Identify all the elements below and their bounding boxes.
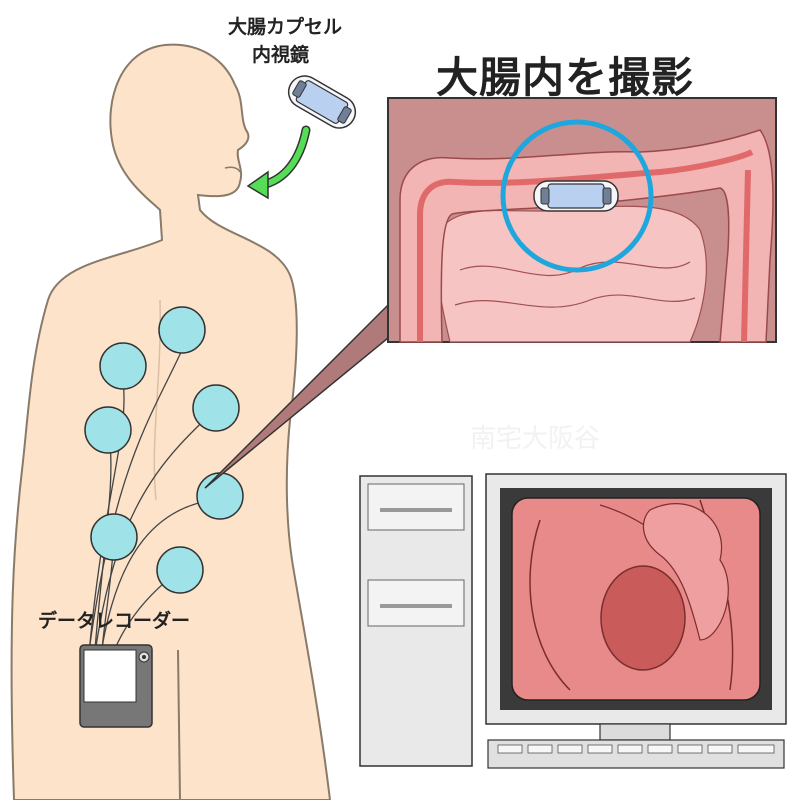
electrode-pad — [84, 406, 132, 454]
colon-zoom-panel — [387, 97, 777, 343]
lumen — [600, 565, 686, 671]
electrode-pad — [192, 384, 240, 432]
zoom-ring — [500, 119, 654, 273]
fold — [642, 503, 729, 641]
capsule-in-colon-icon — [533, 180, 619, 212]
data-recorder-icon — [79, 644, 153, 728]
keyboard — [487, 739, 785, 769]
capsule-label-line2: 内視鏡 — [252, 44, 310, 66]
electrode-pad — [99, 342, 147, 390]
small-intestine — [436, 205, 707, 343]
swallow-arrow-icon — [246, 125, 311, 200]
watermark-text: 南宅大阪谷 — [470, 424, 601, 454]
capsule-label-line1: 大腸カプセル — [228, 16, 343, 38]
leg-gap — [177, 649, 181, 801]
computer-workstation-icon — [359, 473, 787, 769]
body-silhouette — [10, 43, 332, 801]
electrode-pad — [156, 546, 204, 594]
electrode-pad — [196, 472, 244, 520]
electrode-pad — [158, 306, 206, 354]
electrode-pad — [90, 513, 138, 561]
capsule-endoscope-icon — [287, 75, 357, 129]
panel-title: 大腸内を撮影 — [436, 53, 695, 102]
mouth-line — [224, 166, 241, 173]
recorder-label: データレコーダー — [38, 610, 191, 632]
